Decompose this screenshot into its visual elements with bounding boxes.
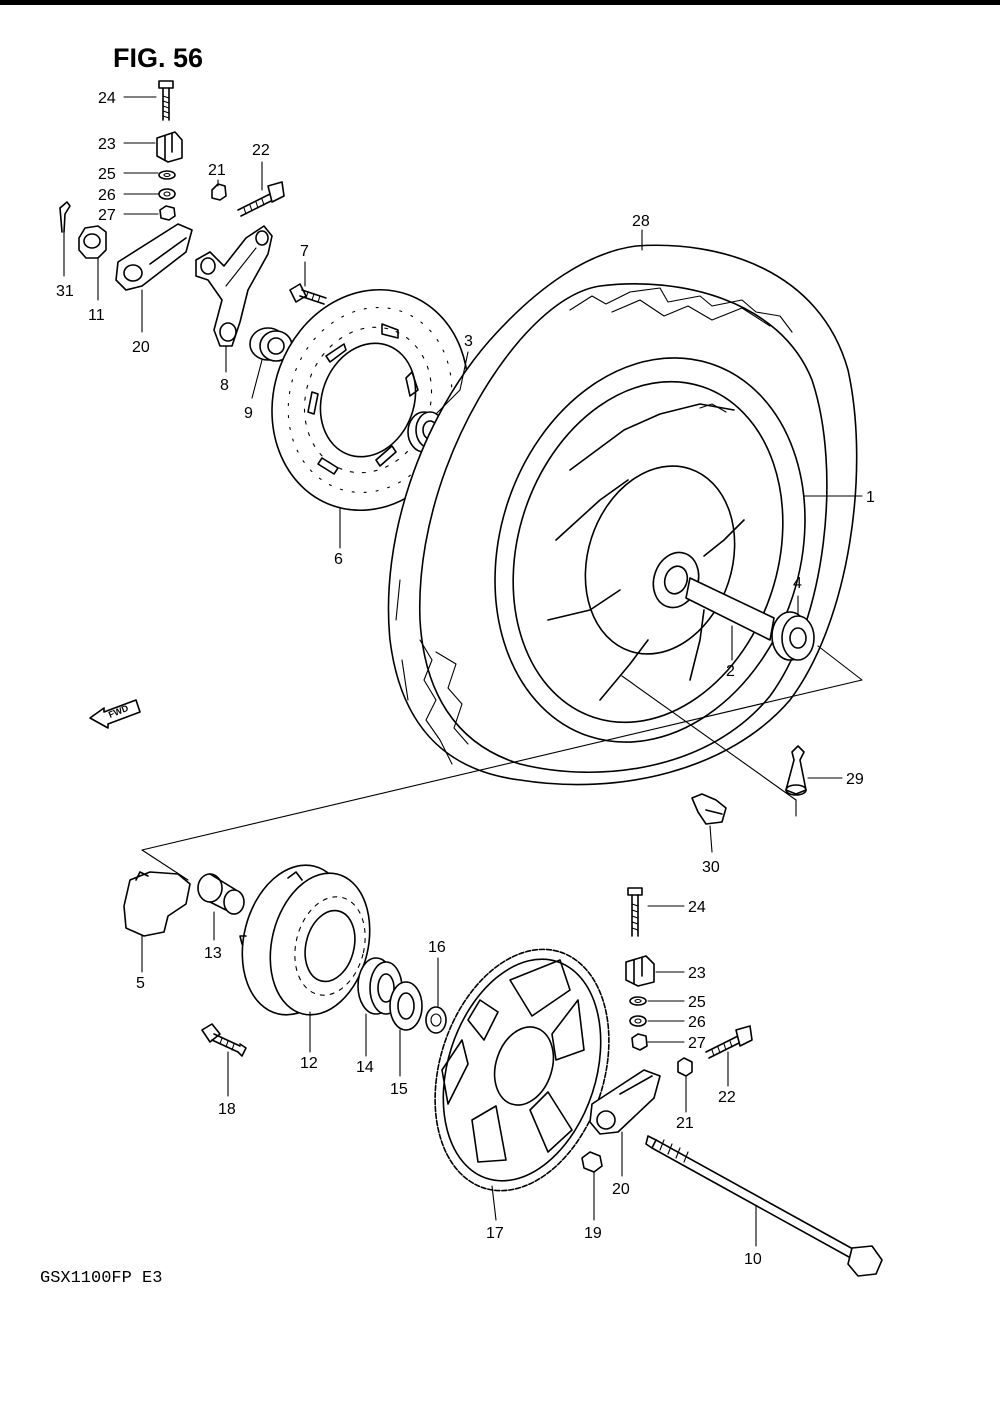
leader-lines	[63, 96, 863, 1247]
callout-12: 12	[300, 1055, 318, 1072]
cotter-pin-31	[59, 201, 71, 233]
bolt-7	[289, 283, 327, 305]
callout-24-bottom: 24	[688, 899, 706, 916]
sprocket-drum-12	[239, 864, 371, 1016]
callout-3: 3	[464, 333, 473, 350]
wheel-rim-1	[494, 357, 806, 743]
nut-27-bottom	[631, 1033, 648, 1051]
adjuster-20-top	[115, 223, 193, 291]
callout-8: 8	[220, 377, 229, 394]
clamp-23-bottom	[625, 955, 655, 987]
nut-21-bottom	[677, 1057, 693, 1077]
callout-23-bottom: 23	[688, 965, 706, 982]
callout-18: 18	[218, 1101, 236, 1118]
figure-title: FIG. 56	[113, 43, 203, 73]
callout-labels: 24 23 25 26 27 22 21 7 31 11 20 8 9 3 6 …	[56, 90, 875, 1268]
bearing-4	[771, 611, 815, 661]
bushing-9	[249, 327, 293, 362]
callout-30: 30	[702, 859, 720, 876]
callout-14: 14	[356, 1059, 374, 1076]
nut-19	[581, 1151, 603, 1173]
callout-25-bottom: 25	[688, 994, 706, 1011]
valve-29	[785, 745, 807, 796]
callout-20-top: 20	[132, 339, 150, 356]
damper-5	[123, 871, 191, 937]
spacer-2	[685, 577, 775, 641]
callout-20-bottom: 20	[612, 1181, 630, 1198]
nut-27-top	[159, 205, 176, 221]
rear-sprocket-17	[434, 948, 610, 1192]
callout-16: 16	[428, 939, 446, 956]
callout-27-bottom: 27	[688, 1035, 706, 1052]
callout-4: 4	[793, 575, 802, 592]
oil-seal-15	[389, 981, 423, 1031]
fwd-direction-arrow: FWD	[89, 699, 141, 729]
bolt-22-bottom	[705, 1025, 753, 1059]
callout-15: 15	[390, 1081, 408, 1098]
callout-5: 5	[136, 975, 145, 992]
model-code: GSX1100FP E3	[40, 1269, 162, 1288]
callout-25-top: 25	[98, 166, 116, 183]
bearing-14	[357, 957, 403, 1015]
callout-2: 2	[726, 663, 735, 680]
callout-17: 17	[486, 1225, 504, 1242]
torque-link-8	[195, 225, 273, 347]
bushing-13	[197, 873, 245, 915]
callout-1: 1	[866, 489, 875, 506]
callout-26-top: 26	[98, 187, 116, 204]
washer-25-bottom	[629, 996, 647, 1006]
washer-26-top	[158, 188, 176, 200]
clamp-23-top	[156, 131, 183, 163]
spacer-16	[425, 1006, 447, 1034]
washer-25-top	[158, 170, 176, 180]
callout-27-top: 27	[98, 207, 116, 224]
callout-13: 13	[204, 945, 222, 962]
balance-weight-30	[691, 793, 727, 825]
assembly-lines	[141, 645, 863, 881]
callout-26-bottom: 26	[688, 1014, 706, 1031]
callout-7: 7	[300, 243, 309, 260]
callout-23-top: 23	[98, 136, 116, 153]
bolt-24-bottom	[627, 887, 643, 937]
callout-6: 6	[334, 551, 343, 568]
callout-19: 19	[584, 1225, 602, 1242]
callout-24-top: 24	[98, 90, 116, 107]
washer-26-bottom	[629, 1015, 647, 1027]
callout-9: 9	[244, 405, 253, 422]
scan-edge-bar	[0, 0, 1000, 5]
bolt-22-top	[237, 181, 285, 217]
castle-nut-11	[78, 225, 107, 259]
adjuster-20-bottom	[589, 1069, 661, 1135]
callout-28: 28	[632, 213, 650, 230]
axle-10	[645, 1135, 883, 1277]
nut-21-top	[211, 183, 227, 201]
callout-10: 10	[744, 1251, 762, 1268]
callout-29: 29	[846, 771, 864, 788]
callout-21-top: 21	[208, 162, 226, 179]
callout-22-top: 22	[252, 142, 270, 159]
callout-31: 31	[56, 283, 74, 300]
callout-21-bottom: 21	[676, 1115, 694, 1132]
bolt-24-top	[158, 80, 174, 121]
callout-22-bottom: 22	[718, 1089, 736, 1106]
callout-11: 11	[88, 307, 105, 324]
bolt-18	[201, 1023, 247, 1057]
